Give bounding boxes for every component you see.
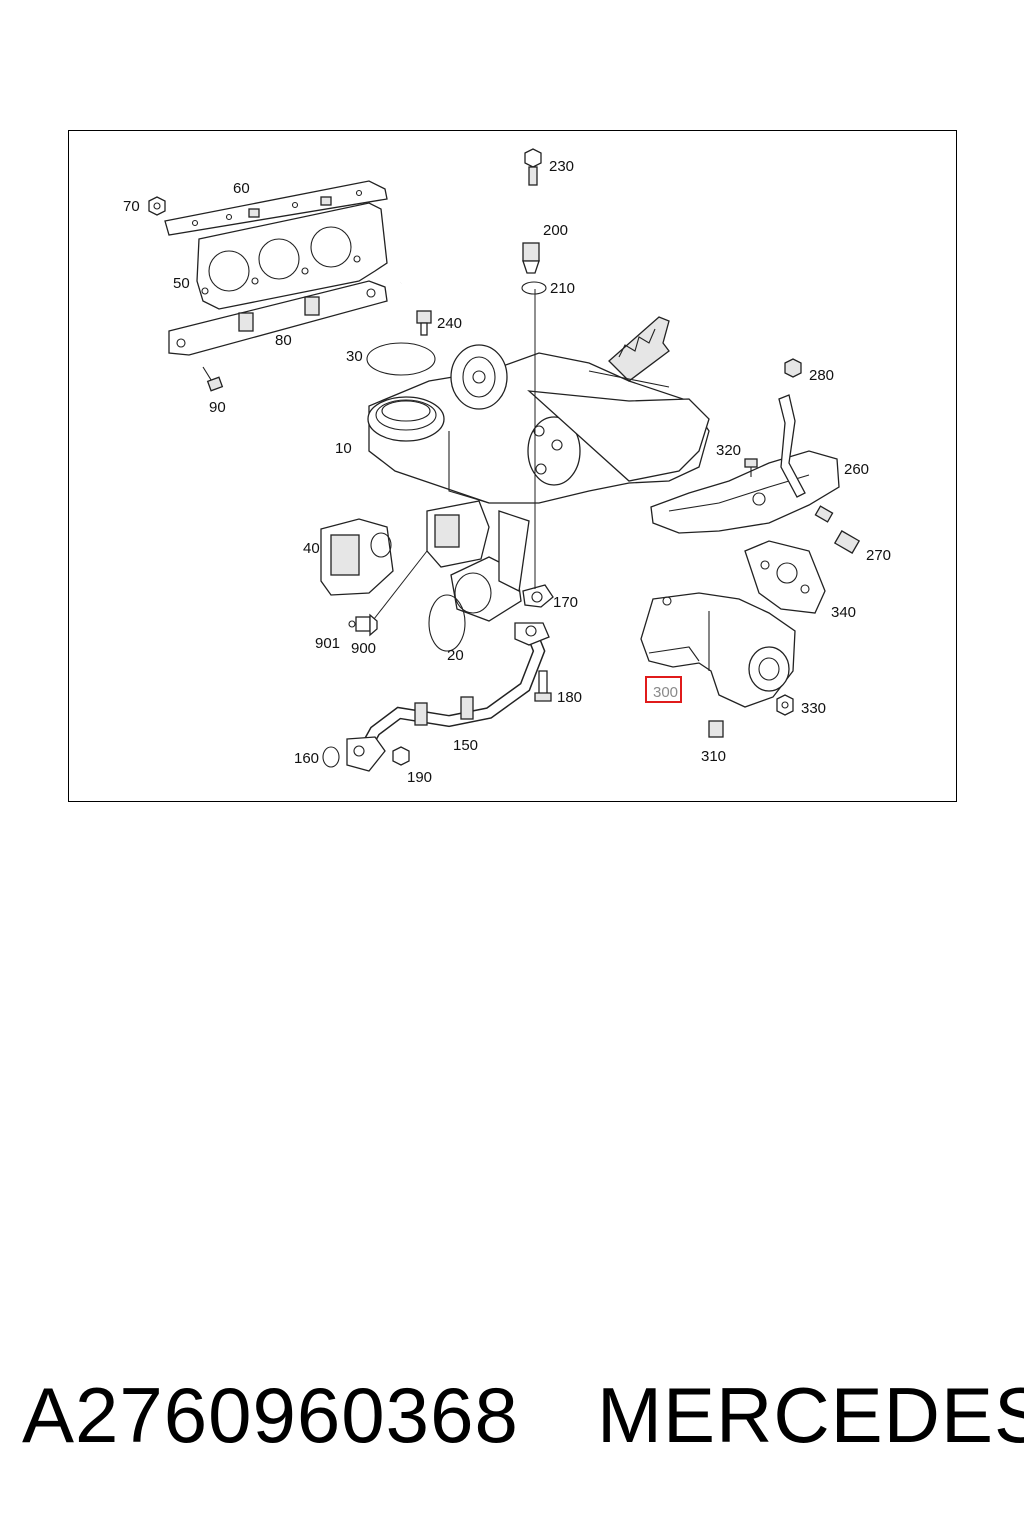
connector-900-part: [348, 613, 378, 637]
label-330[interactable]: 330: [801, 700, 826, 717]
seal-210-part: [521, 281, 547, 295]
brand-text: MERCEDES: [597, 1371, 1024, 1459]
flange-bar-part: [168, 280, 388, 356]
banjo-bolt-230-part: [524, 148, 542, 186]
label-310[interactable]: 310: [701, 748, 726, 765]
parts-diagram: 230 200 210 60 70 50 80 240 30 90 280 10…: [123, 148, 891, 786]
label-10[interactable]: 10: [335, 440, 352, 457]
bolt-240-part: [416, 310, 432, 336]
label-230[interactable]: 230: [549, 158, 574, 175]
label-30[interactable]: 30: [346, 348, 363, 365]
gasket-170-part: [522, 584, 554, 608]
bracket-280-part: [778, 358, 806, 498]
nut-70-part: [148, 196, 166, 216]
label-900[interactable]: 900: [351, 640, 376, 657]
label-160[interactable]: 160: [294, 750, 319, 767]
pressure-converter-part: [426, 500, 490, 568]
o-ring-20-part: [428, 594, 466, 652]
label-240[interactable]: 240: [437, 315, 462, 332]
o-ring-30-part: [366, 342, 436, 376]
part-number-text: A2760960368: [22, 1371, 519, 1459]
label-340[interactable]: 340: [831, 604, 856, 621]
label-170[interactable]: 170: [553, 594, 578, 611]
label-70[interactable]: 70: [123, 198, 140, 215]
bolt-320-part: [744, 458, 758, 477]
oil-return-pipe-part: [346, 622, 550, 772]
label-150[interactable]: 150: [453, 737, 478, 754]
highlight-box-300: [645, 676, 682, 703]
clip-270-part: [814, 505, 861, 554]
nut-330-part: [776, 694, 794, 716]
manifold-gasket-part: [196, 202, 388, 310]
label-270[interactable]: 270: [866, 547, 891, 564]
label-180[interactable]: 180: [557, 689, 582, 706]
label-280[interactable]: 280: [809, 367, 834, 384]
label-190[interactable]: 190: [407, 769, 432, 786]
heat-shield-strip-part: [164, 180, 388, 236]
label-90[interactable]: 90: [209, 399, 226, 416]
seal-160-part: [322, 746, 340, 768]
label-20[interactable]: 20: [447, 647, 464, 664]
bolt-90-part: [202, 366, 224, 392]
label-320[interactable]: 320: [716, 442, 741, 459]
turbocharger-part: [367, 316, 710, 504]
bracket-340-part: [744, 540, 826, 614]
label-40[interactable]: 40: [303, 540, 320, 557]
label-901[interactable]: 901: [315, 635, 340, 652]
footer: A2760960368 MERCEDES: [0, 1370, 1024, 1480]
label-80[interactable]: 80: [275, 332, 292, 349]
heat-shield-300-part: [640, 592, 796, 708]
nut-190-part: [392, 746, 410, 766]
actuator-40-part: [320, 518, 394, 596]
intake-hose-part: [450, 510, 530, 622]
clip-nut-310-part: [708, 720, 724, 738]
label-60[interactable]: 60: [233, 180, 250, 197]
label-200[interactable]: 200: [543, 222, 568, 239]
oil-feed-pipe-200-part: [400, 195, 540, 285]
label-210[interactable]: 210: [550, 280, 575, 297]
parts-diagram-frame: 230 200 210 60 70 50 80 240 30 90 280 10…: [68, 130, 957, 802]
label-300[interactable]: 300: [653, 684, 678, 701]
label-260[interactable]: 260: [844, 461, 869, 478]
label-50[interactable]: 50: [173, 275, 190, 292]
stud-180-part: [534, 670, 552, 702]
